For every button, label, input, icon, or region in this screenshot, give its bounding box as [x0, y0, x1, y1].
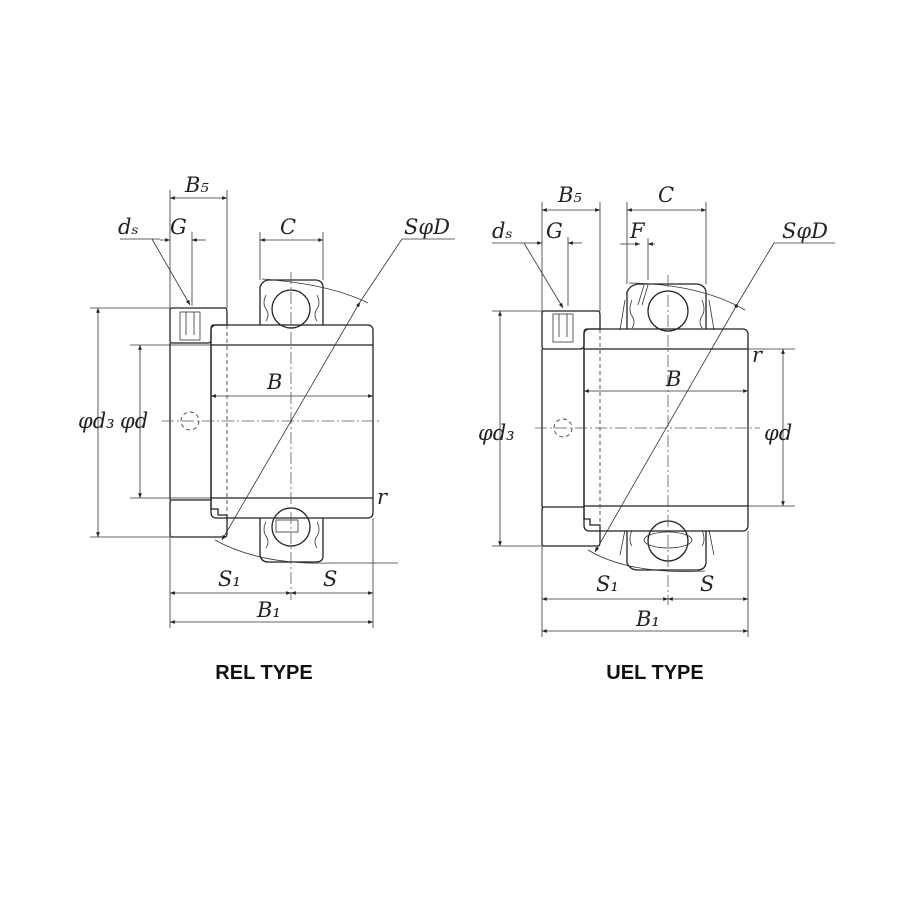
- label-C: C: [280, 215, 296, 239]
- label-B5: B₅: [557, 183, 582, 207]
- rel-type-drawing: B₅ dₛ G C SφD B φd₃ φd r S₁ S B₁ REL TYP…: [78, 173, 455, 684]
- label-G: G: [170, 215, 187, 239]
- set-screw: [179, 311, 201, 341]
- label-ds: dₛ: [118, 215, 139, 239]
- outer-ring-bottom: [626, 531, 707, 571]
- label-B: B: [266, 370, 282, 394]
- inner-ring: [210, 324, 374, 519]
- label-F: F: [629, 219, 646, 243]
- label-SphiD: SφD: [404, 215, 450, 239]
- label-B1: B₁: [256, 598, 281, 622]
- label-phid: φd: [764, 421, 792, 445]
- label-phid3: φd₃: [78, 409, 115, 433]
- collar: [541, 310, 601, 350]
- uel-type-title: UEL TYPE: [606, 662, 703, 684]
- label-C: C: [658, 183, 674, 207]
- label-SphiD: SφD: [782, 219, 828, 243]
- label-ds: dₛ: [492, 219, 513, 243]
- inner-ring: [583, 328, 749, 532]
- label-B: B: [665, 367, 681, 391]
- label-r: r: [377, 485, 389, 509]
- label-B1: B₁: [635, 607, 660, 631]
- label-G: G: [546, 219, 563, 243]
- label-S: S: [700, 572, 714, 596]
- rel-type-title: REL TYPE: [215, 662, 312, 684]
- label-S: S: [323, 567, 337, 591]
- label-S1: S₁: [218, 567, 241, 591]
- set-screw: [552, 313, 574, 343]
- label-phid: φd: [120, 409, 148, 433]
- label-phid3: φd₃: [478, 421, 515, 445]
- uel-type-drawing: B₅ dₛ G C F SφD B φd₃ φd r S₁ S B₁ UEL T…: [478, 183, 835, 684]
- label-r: r: [752, 343, 764, 367]
- outer-ring-bottom: [259, 518, 324, 563]
- outer-ring-top: [626, 283, 707, 329]
- label-B5: B₅: [184, 173, 209, 197]
- outer-ring-top: [259, 279, 324, 325]
- label-S1: S₁: [596, 572, 619, 596]
